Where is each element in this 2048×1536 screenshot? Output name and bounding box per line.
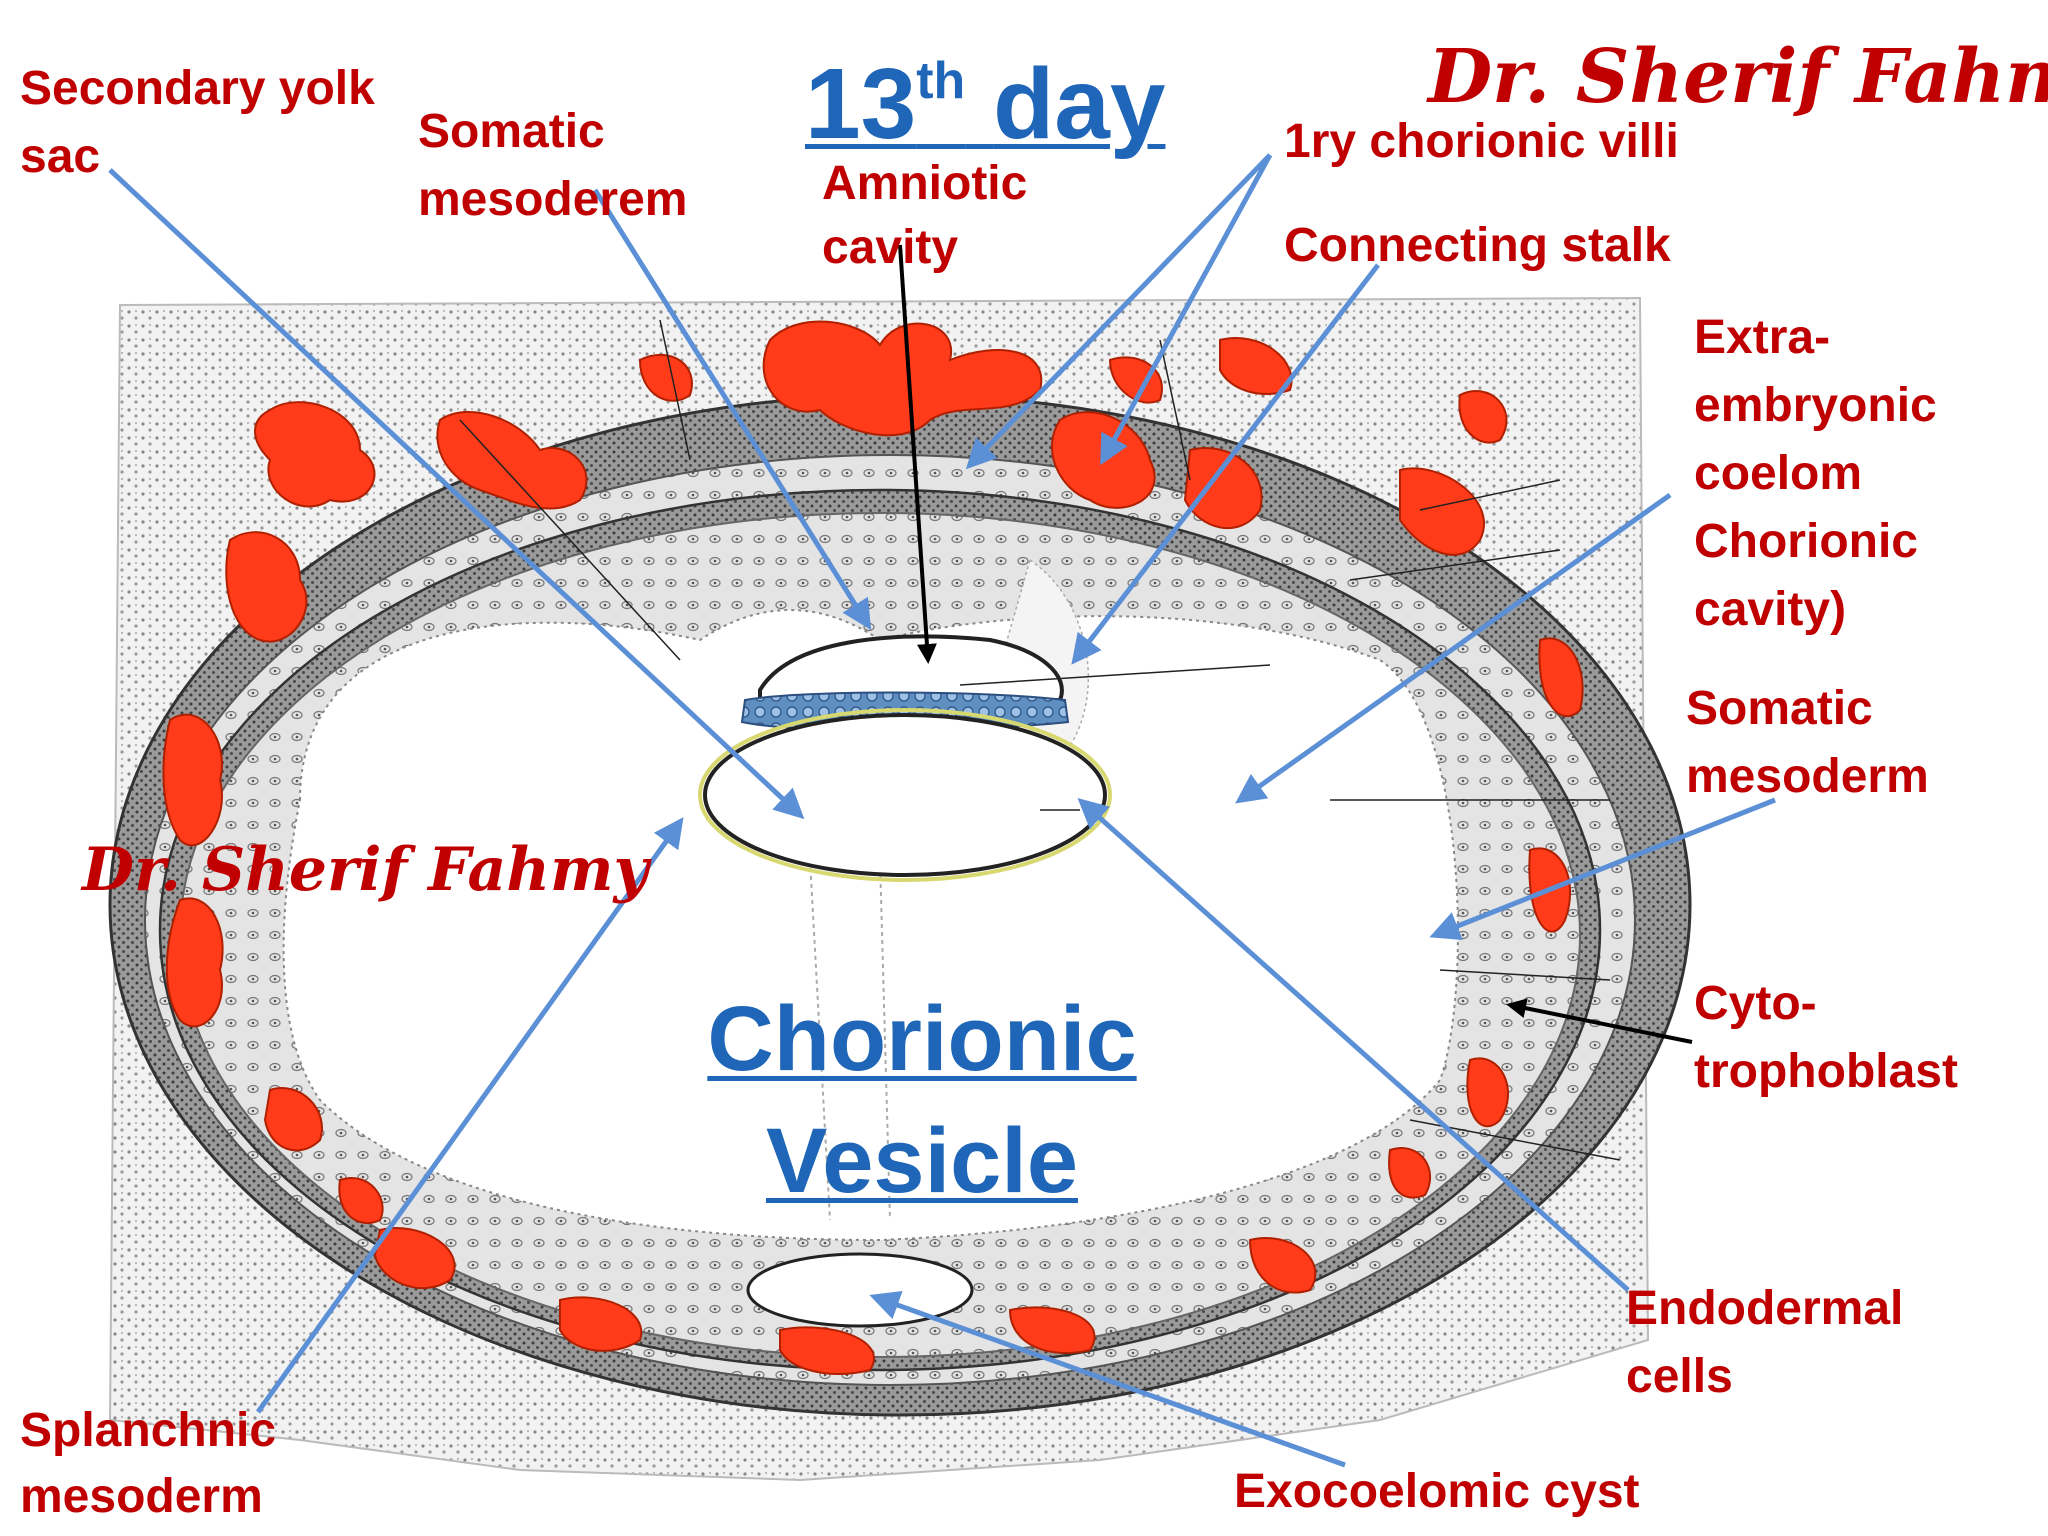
chorionic-vesicle-line2: Vesicle	[765, 1110, 1079, 1212]
arrow-somatic-mesoderem	[592, 188, 872, 631]
watermark-top: Dr. Sherif Fahmy	[1428, 34, 2048, 120]
arrow-splanchnic-mesoderm	[255, 817, 684, 1414]
label-connecting-stalk: Connecting stalk	[1284, 219, 1671, 272]
chorionic-vesicle-label: Chorionic Vesicle	[684, 978, 1160, 1222]
arrow-endodermal-cells	[1077, 798, 1630, 1292]
label-secondary-yolk-sac: Secondary yolk sac	[20, 62, 375, 183]
arrow-secondary-yolk-sac	[108, 168, 805, 820]
label-extraembryonic-coelom: Extra- embryonic coelom Chorionic cavity…	[1694, 311, 1937, 636]
amniotic-cavity	[758, 634, 1064, 702]
label-exocoelomic-cyst: Exocoelomic cyst	[1234, 1465, 1640, 1518]
chorionic-vesicle-line1: Chorionic	[707, 988, 1137, 1090]
arrow-exocoelomic-cyst	[869, 1290, 1346, 1468]
arrow-villi-2	[1100, 153, 1273, 466]
label-splanchnic-mesoderm: Splanchnic mesoderm	[20, 1404, 277, 1523]
title-word: day	[993, 48, 1166, 160]
watermark-left: Dr. Sherif Fahmy	[82, 835, 649, 905]
arrow-extraembryonic-coelom	[1235, 492, 1672, 804]
black-arrows	[898, 244, 1693, 1044]
arrow-villi-1	[965, 153, 1272, 470]
label-chorionic-villi: 1ry chorionic villi	[1284, 115, 1679, 168]
arrow-connecting-stalk	[1071, 263, 1380, 665]
pointer-arrows	[108, 153, 1776, 1468]
title-number: 13	[805, 48, 917, 160]
label-somatic-mesoderem: Somatic mesoderem	[418, 105, 688, 226]
page-title: 13th day	[805, 22, 1165, 163]
exocoelomic-cyst	[746, 1252, 974, 1328]
lacunae	[162, 320, 1584, 1375]
label-cytotrophoblast: Cyto- trophoblast	[1694, 977, 1958, 1098]
arrow-somatic-mesoderm-right	[1429, 797, 1776, 941]
secondary-yolk-sac	[698, 708, 1112, 882]
title-suffix: th	[916, 52, 966, 110]
label-amniotic-cavity: Amniotic cavity	[822, 157, 1028, 274]
label-somatic-mesoderm-right: Somatic mesoderm	[1686, 682, 1929, 803]
arrow-amniotic-cavity	[898, 244, 937, 664]
arrow-cytotrophoblast	[1506, 998, 1693, 1044]
label-endodermal-cells: Endodermal cells	[1626, 1282, 1904, 1403]
